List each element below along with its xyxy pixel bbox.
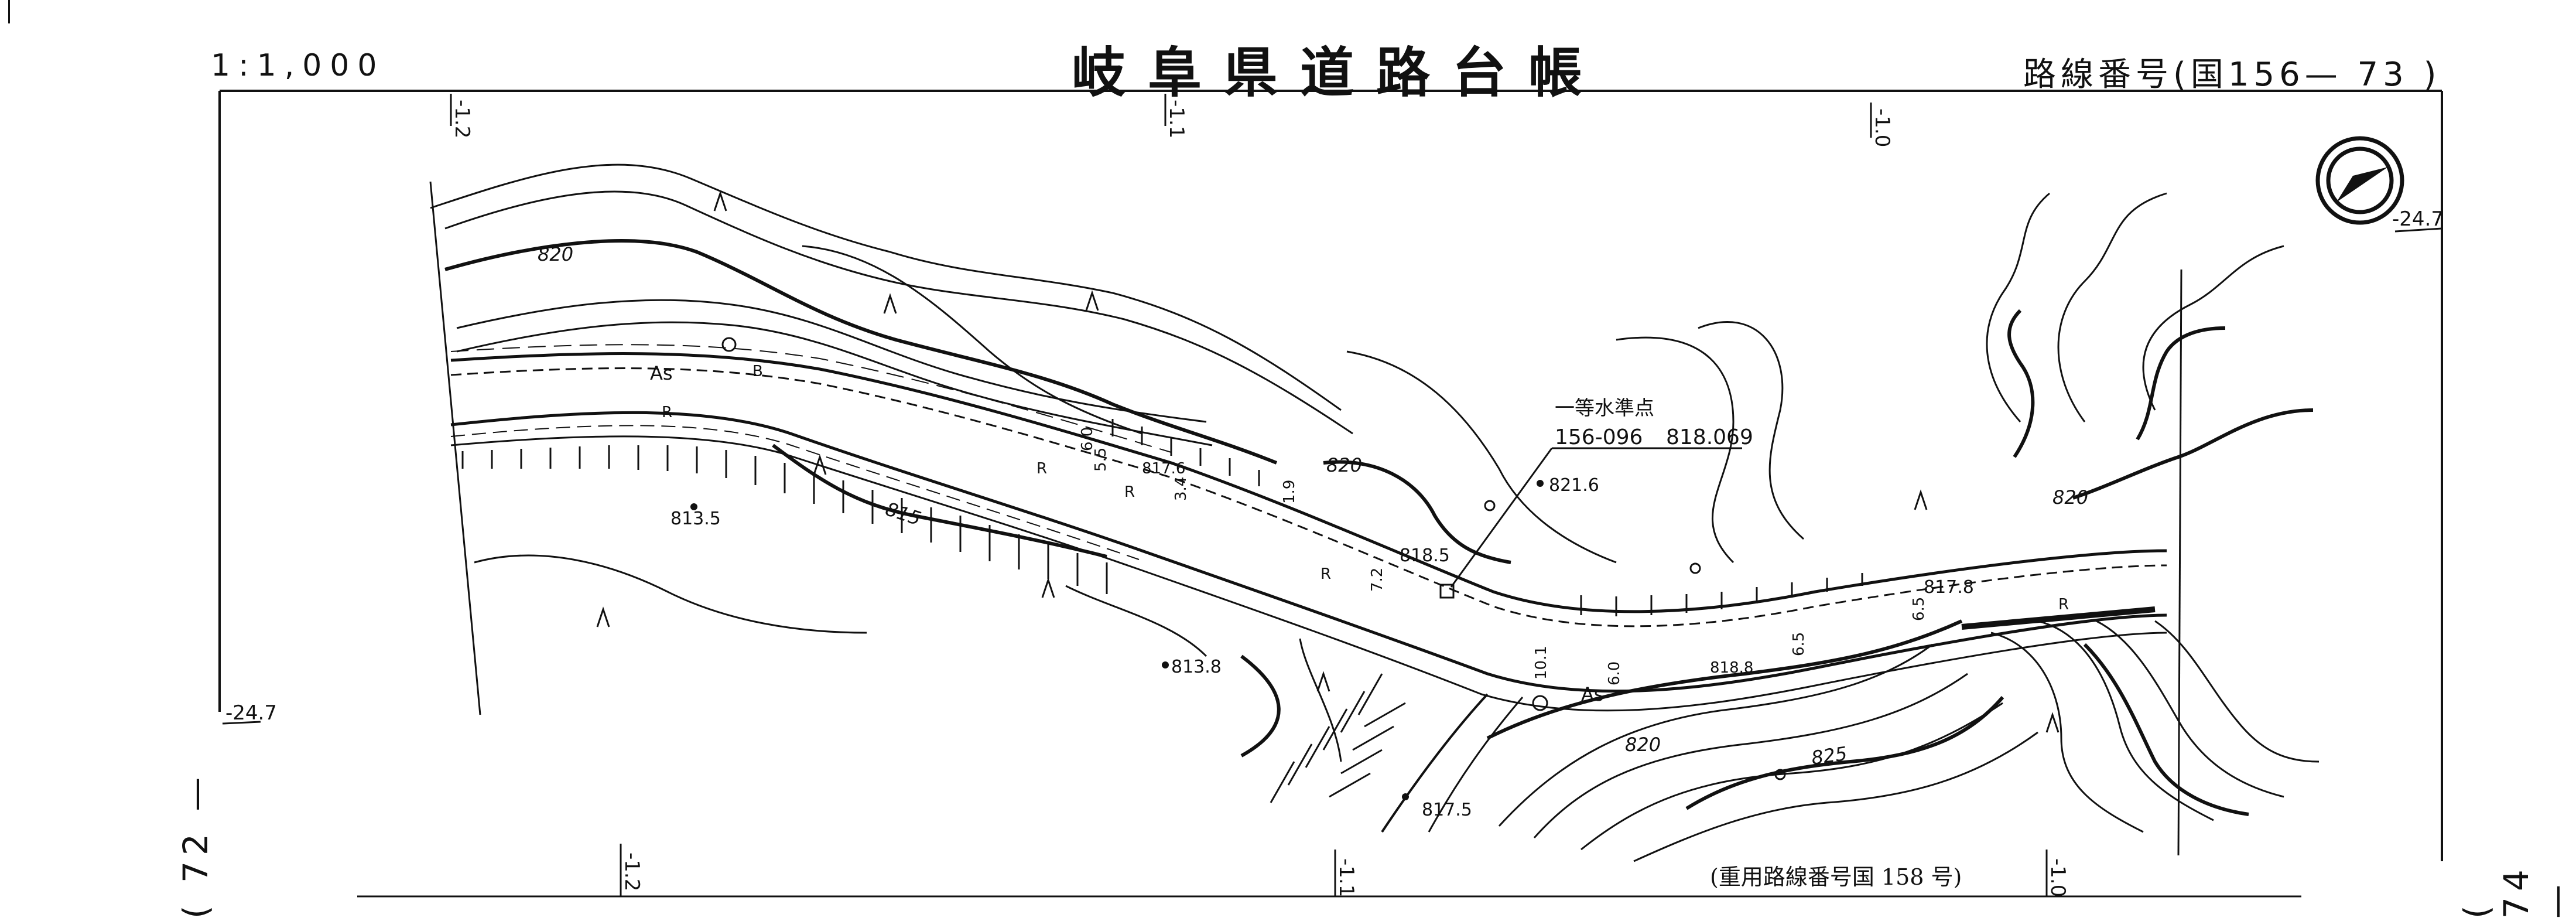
elevation-label: 817.6 [1142, 460, 1185, 477]
elevation-label: 817.5 [1422, 800, 1472, 820]
elevation-label: 813.8 [1171, 657, 1222, 677]
slope-hachures [461, 419, 1863, 803]
width-label: 6.5 [1790, 632, 1808, 656]
overlap-route-note: (重用路線番号国 158 号) [1710, 864, 1962, 890]
width-label: 6.0 [1079, 427, 1096, 451]
manhole-icon [1689, 562, 1701, 574]
width-label: 5.5 [1092, 448, 1110, 472]
width-label: 3.4 [1172, 477, 1190, 501]
road-mark: B [752, 363, 763, 380]
manhole-icon [1484, 500, 1496, 511]
grid-label-bottom: -1.1 [1335, 858, 1358, 897]
benchmark-icon [1439, 584, 1455, 599]
contour-label: 815 [883, 497, 924, 530]
width-label: 6.0 [1606, 661, 1623, 685]
road-mark: R [2058, 596, 2069, 613]
map-scale: 1:1,000 [211, 48, 385, 83]
index-contours [444, 239, 2314, 816]
sheet-edge-line [2177, 269, 2182, 856]
north-arrow-icon [2315, 136, 2404, 225]
guardrail [1961, 606, 2156, 630]
road-mark: R [1036, 460, 1047, 477]
contour-lines [430, 163, 2320, 862]
road-mark: R [1321, 565, 1331, 583]
road-edges [450, 344, 2167, 712]
grid-label-top: -1.1 [1165, 100, 1188, 138]
width-label: 7.2 [1369, 568, 1386, 592]
grid-label-side: -24.7 [2392, 207, 2444, 231]
benchmark-value: 818.069 [1666, 425, 1753, 449]
road-ledger-map: -1.2 -1.1 -1.0 -1.2 -1.1 -1.0 -24.7 -24.… [218, 90, 2444, 898]
elevation-label: 818.5 [1400, 545, 1450, 566]
spot-markers [690, 480, 1544, 800]
contour-label: 820 [538, 243, 573, 265]
contour-label: 820 [1326, 454, 1362, 476]
contour-label: 825 [1810, 742, 1849, 769]
grid-label-top: -1.0 [1870, 108, 1894, 147]
grid-ticks [222, 94, 2442, 896]
page-title: 岐阜県道路台帳 [1072, 42, 1605, 104]
manhole-icon [1532, 695, 1548, 711]
elevation-label: 821.6 [1549, 475, 1599, 496]
benchmark-leader [1439, 447, 1742, 599]
grid-label-bottom: -1.0 [2046, 858, 2069, 897]
surface-label: As [650, 362, 673, 384]
side-road-edge [1428, 697, 1524, 833]
grid-label-side: -24.7 [225, 701, 277, 725]
vegetation-symbol-icon [596, 190, 2060, 733]
benchmark-id: 156-096 [1555, 425, 1643, 449]
elevation-label: 813.5 [670, 509, 721, 529]
elevation-label: 817.8 [1924, 577, 1974, 598]
contour-label: 820 [1625, 734, 1661, 756]
contour-label: 820 [2052, 486, 2088, 509]
width-label: 10.1 [1532, 646, 1550, 680]
grid-label-bottom: -1.2 [620, 852, 644, 891]
side-road-edge [1381, 693, 1489, 833]
map-frame [218, 90, 2443, 898]
manhole-icon [721, 337, 737, 352]
manhole-icon [1774, 769, 1786, 780]
elevation-label: 818.8 [1710, 659, 1753, 677]
benchmark-title: 一等水準点 [1555, 397, 1654, 420]
corner-tick-mark [8, 0, 10, 23]
width-label: 6.5 [1910, 597, 1928, 621]
surface-label: As [1581, 683, 1604, 705]
road-mark: R [1124, 483, 1135, 501]
width-label: 1.9 [1281, 480, 1298, 504]
grid-label-top: -1.2 [450, 100, 474, 138]
route-number: 路線番号(国156— 73 ) [2023, 56, 2441, 94]
road-mark: R [662, 404, 672, 421]
sheet-edge-line [429, 181, 481, 715]
